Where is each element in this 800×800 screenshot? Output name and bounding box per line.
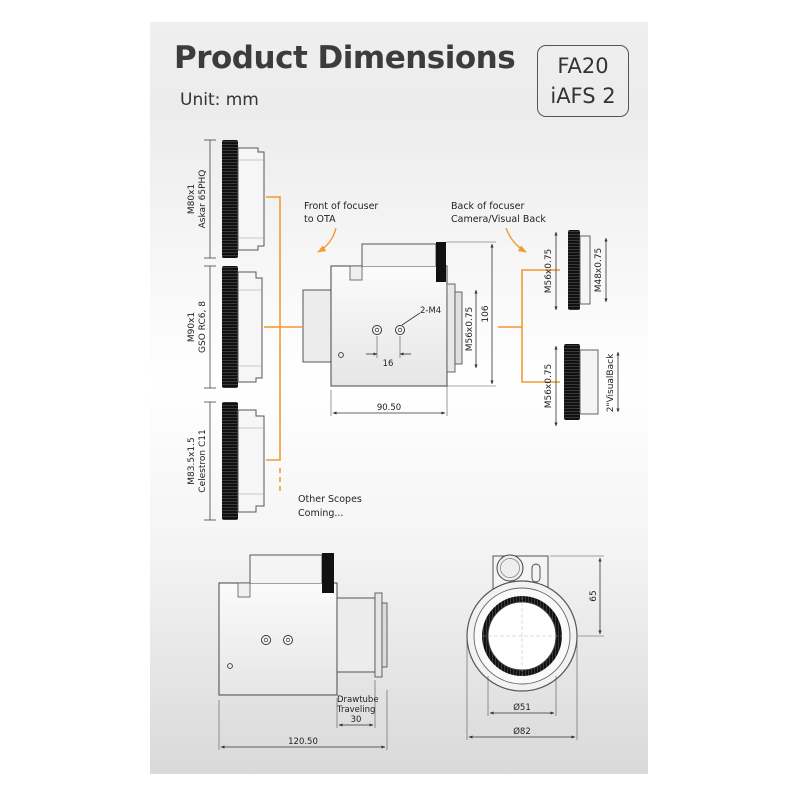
- adapter-thread-label: M83.5x1.5: [187, 437, 197, 484]
- back-adapter-thread-right: 2"VisualBack: [606, 353, 616, 412]
- back-adapter-thread-left: M56x0.75: [544, 249, 554, 294]
- adapter-thread-label: M80x1: [187, 184, 197, 214]
- other-scopes-line2: Coming...: [298, 508, 343, 519]
- body-thread-dim: M56x0.75: [465, 307, 475, 352]
- model-badge: FA20 iAFS 2: [537, 45, 629, 117]
- body-height-dim: 106: [481, 305, 491, 322]
- drawtube-label-2: Traveling: [336, 705, 375, 715]
- front-note-line2: to OTA: [304, 214, 336, 225]
- adapter-askar: M80x1 Askar 65PHQ: [187, 139, 265, 259]
- front-note-line1: Front of focuser: [304, 201, 378, 212]
- front-note-arrow: [317, 227, 337, 253]
- adapter-scope-label: Askar 65PHQ: [198, 170, 208, 229]
- focuser-side-view: [302, 242, 463, 387]
- unit-label: Unit: mm: [180, 90, 259, 110]
- adapter-celestron: M83.5x1.5 Celestron C11: [187, 401, 265, 521]
- model-version: iAFS 2: [550, 84, 616, 108]
- back-note-line1: Back of focuser: [451, 201, 524, 212]
- focuser-full-side-view: [218, 553, 388, 696]
- adapter-thread-label: M90x1: [187, 312, 197, 342]
- other-scopes-line1: Other Scopes: [298, 494, 362, 505]
- front-connector-lines: [264, 196, 302, 492]
- body-length-dim: 90.50: [377, 403, 401, 413]
- focuser-front-view: [466, 554, 578, 692]
- drawtube-travel-dim: 30: [351, 715, 362, 725]
- drawtube-label-1: Drawtube: [337, 695, 379, 705]
- back-adapter-thread-left: M56x0.75: [544, 364, 554, 409]
- outer-diameter-dim: Ø82: [513, 726, 531, 737]
- back-note-arrow: [505, 227, 527, 253]
- adapter-gso: M90x1 GSO RC6, 8: [187, 265, 263, 389]
- adapter-scope-label: Celestron C11: [198, 429, 208, 492]
- full-length-dim: 120.50: [288, 737, 318, 747]
- back-adapter-thread-right: M48x0.75: [594, 248, 604, 293]
- page-title: Product Dimensions: [174, 40, 516, 76]
- back-adapter-m48: M56x0.75 M48x0.75: [544, 230, 608, 311]
- screw-callout: 2-M4: [420, 306, 441, 316]
- model-name: FA20: [557, 54, 609, 78]
- axis-height-dim: 65: [589, 590, 599, 601]
- screw-leader: [401, 312, 421, 326]
- back-connector-lines: [498, 269, 560, 383]
- screw-spacing-dim: 16: [383, 359, 394, 369]
- back-note-line2: Camera/Visual Back: [451, 214, 546, 225]
- adapter-scope-label: GSO RC6, 8: [198, 301, 208, 353]
- inner-diameter-dim: Ø51: [513, 702, 531, 713]
- back-adapter-visualback: M56x0.75 2"VisualBack: [544, 344, 620, 427]
